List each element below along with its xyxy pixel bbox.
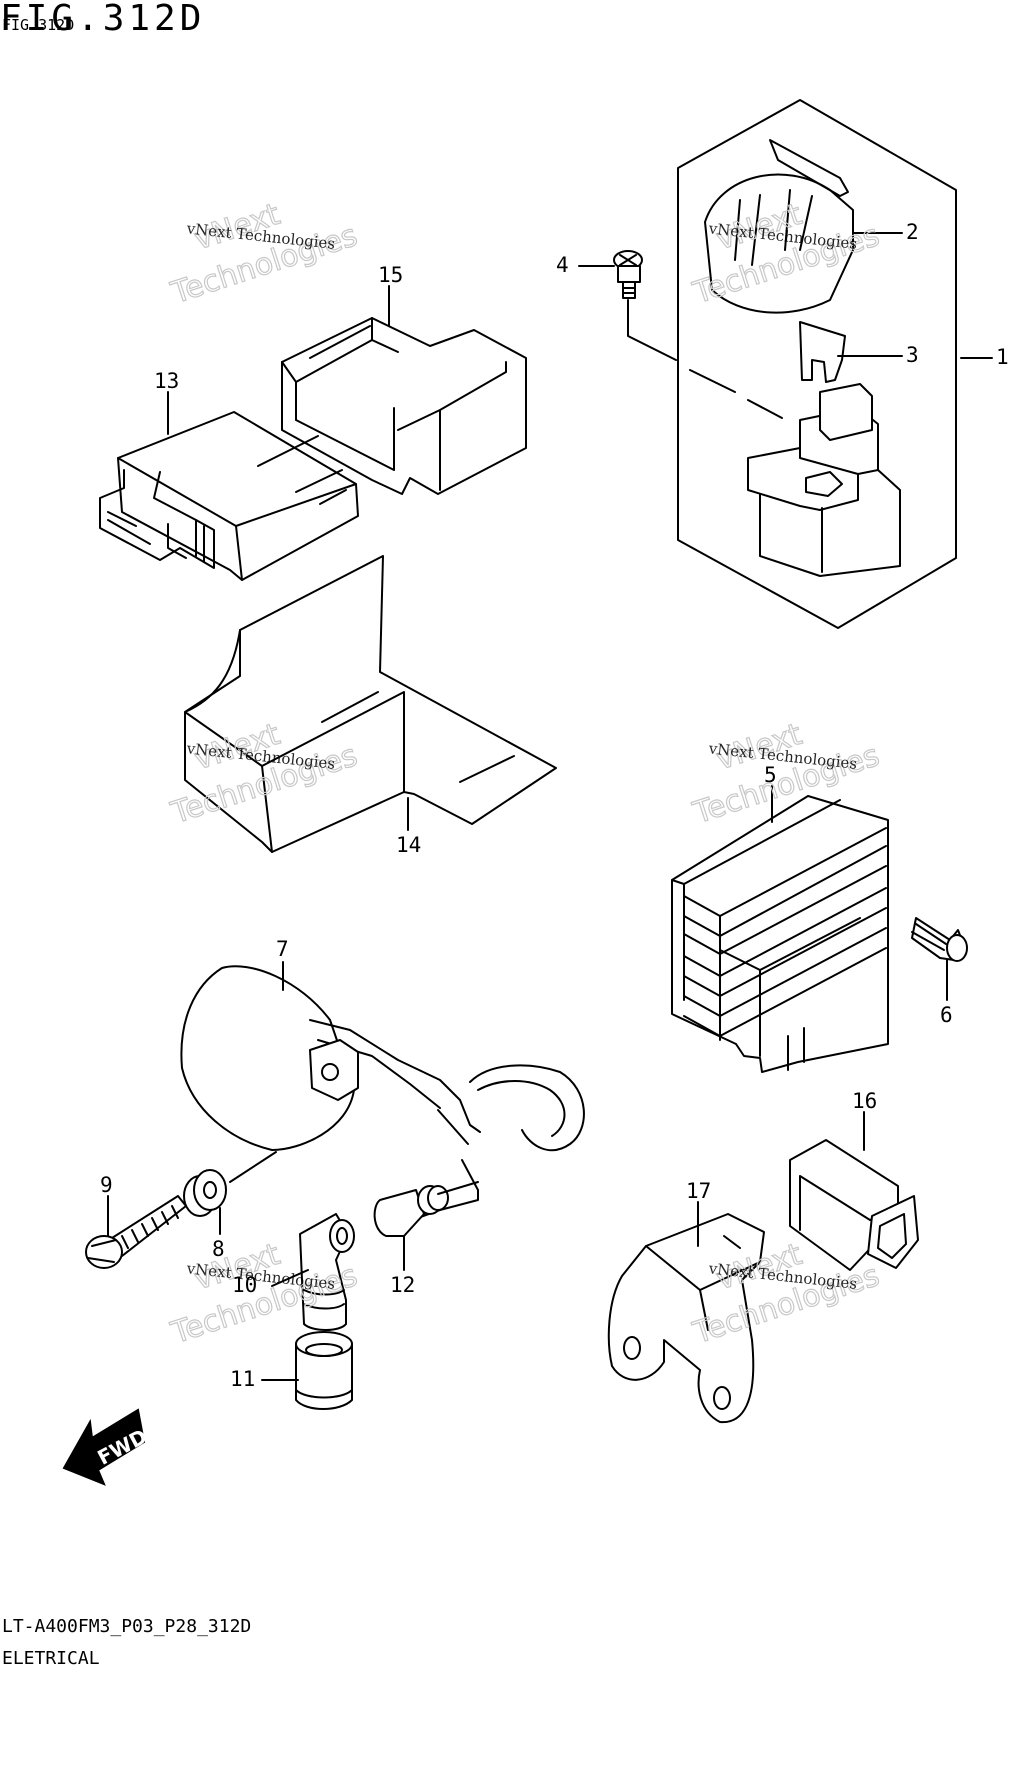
callout-3: 3 [906,343,919,367]
callout-5: 5 [764,763,777,787]
spark-plug-cap [299,1213,355,1331]
callout-16: 16 [852,1089,877,1113]
figure-subtitle: FIG.312D [2,16,74,34]
fuse [799,321,846,383]
callout-14: 14 [396,833,421,857]
callout-10: 10 [232,1273,257,1297]
figure-title: FIG.312D [0,0,205,39]
callout-13: 13 [154,369,179,393]
callout-leaders [107,232,993,1381]
coupler-connector [789,1139,919,1271]
regulator-bolt [911,917,968,962]
starter-relay-group [613,99,957,629]
forward-direction-icon: FWD [62,1408,151,1486]
callout-7: 7 [276,937,289,961]
callout-1: 1 [996,345,1009,369]
noise-suppressor [373,1181,479,1237]
watermark-6: vNext Technologies vNext Technologies [688,1236,884,1352]
callout-8: 8 [212,1237,225,1261]
assembly-boundary [677,99,957,629]
watermark-1: vNext Technologies vNext Technologies [166,196,362,312]
callout-6: 6 [940,1003,953,1027]
callout-11: 11 [230,1367,255,1391]
coil-bolt [85,1195,187,1269]
callout-17: 17 [686,1179,711,1203]
callout-4: 4 [556,253,569,277]
bracket-plate [184,555,557,853]
cap-seal [295,1331,353,1410]
collar [183,1169,227,1217]
section-name: ELETRICAL [2,1648,100,1669]
relay-connector [819,383,873,441]
ecm-unit [99,411,359,581]
relay-cover [704,173,854,314]
ignition-coil [180,965,585,1221]
callout-9: 9 [100,1173,113,1197]
callout-2: 2 [906,220,919,244]
screw-center-line [627,299,783,419]
relay-cover-tab [769,139,849,197]
rectifier-regulator [671,795,889,1073]
small-bracket [607,1213,765,1424]
connector-cover [281,317,527,495]
relay-screw [613,250,643,299]
callout-15: 15 [378,263,403,287]
model-code: LT-A400FM3_P03_P28_312D [2,1616,251,1637]
callout-12: 12 [390,1273,415,1297]
callout-labels: 1 2 3 4 5 6 7 8 9 10 11 12 13 14 15 16 1… [100,220,1009,1391]
